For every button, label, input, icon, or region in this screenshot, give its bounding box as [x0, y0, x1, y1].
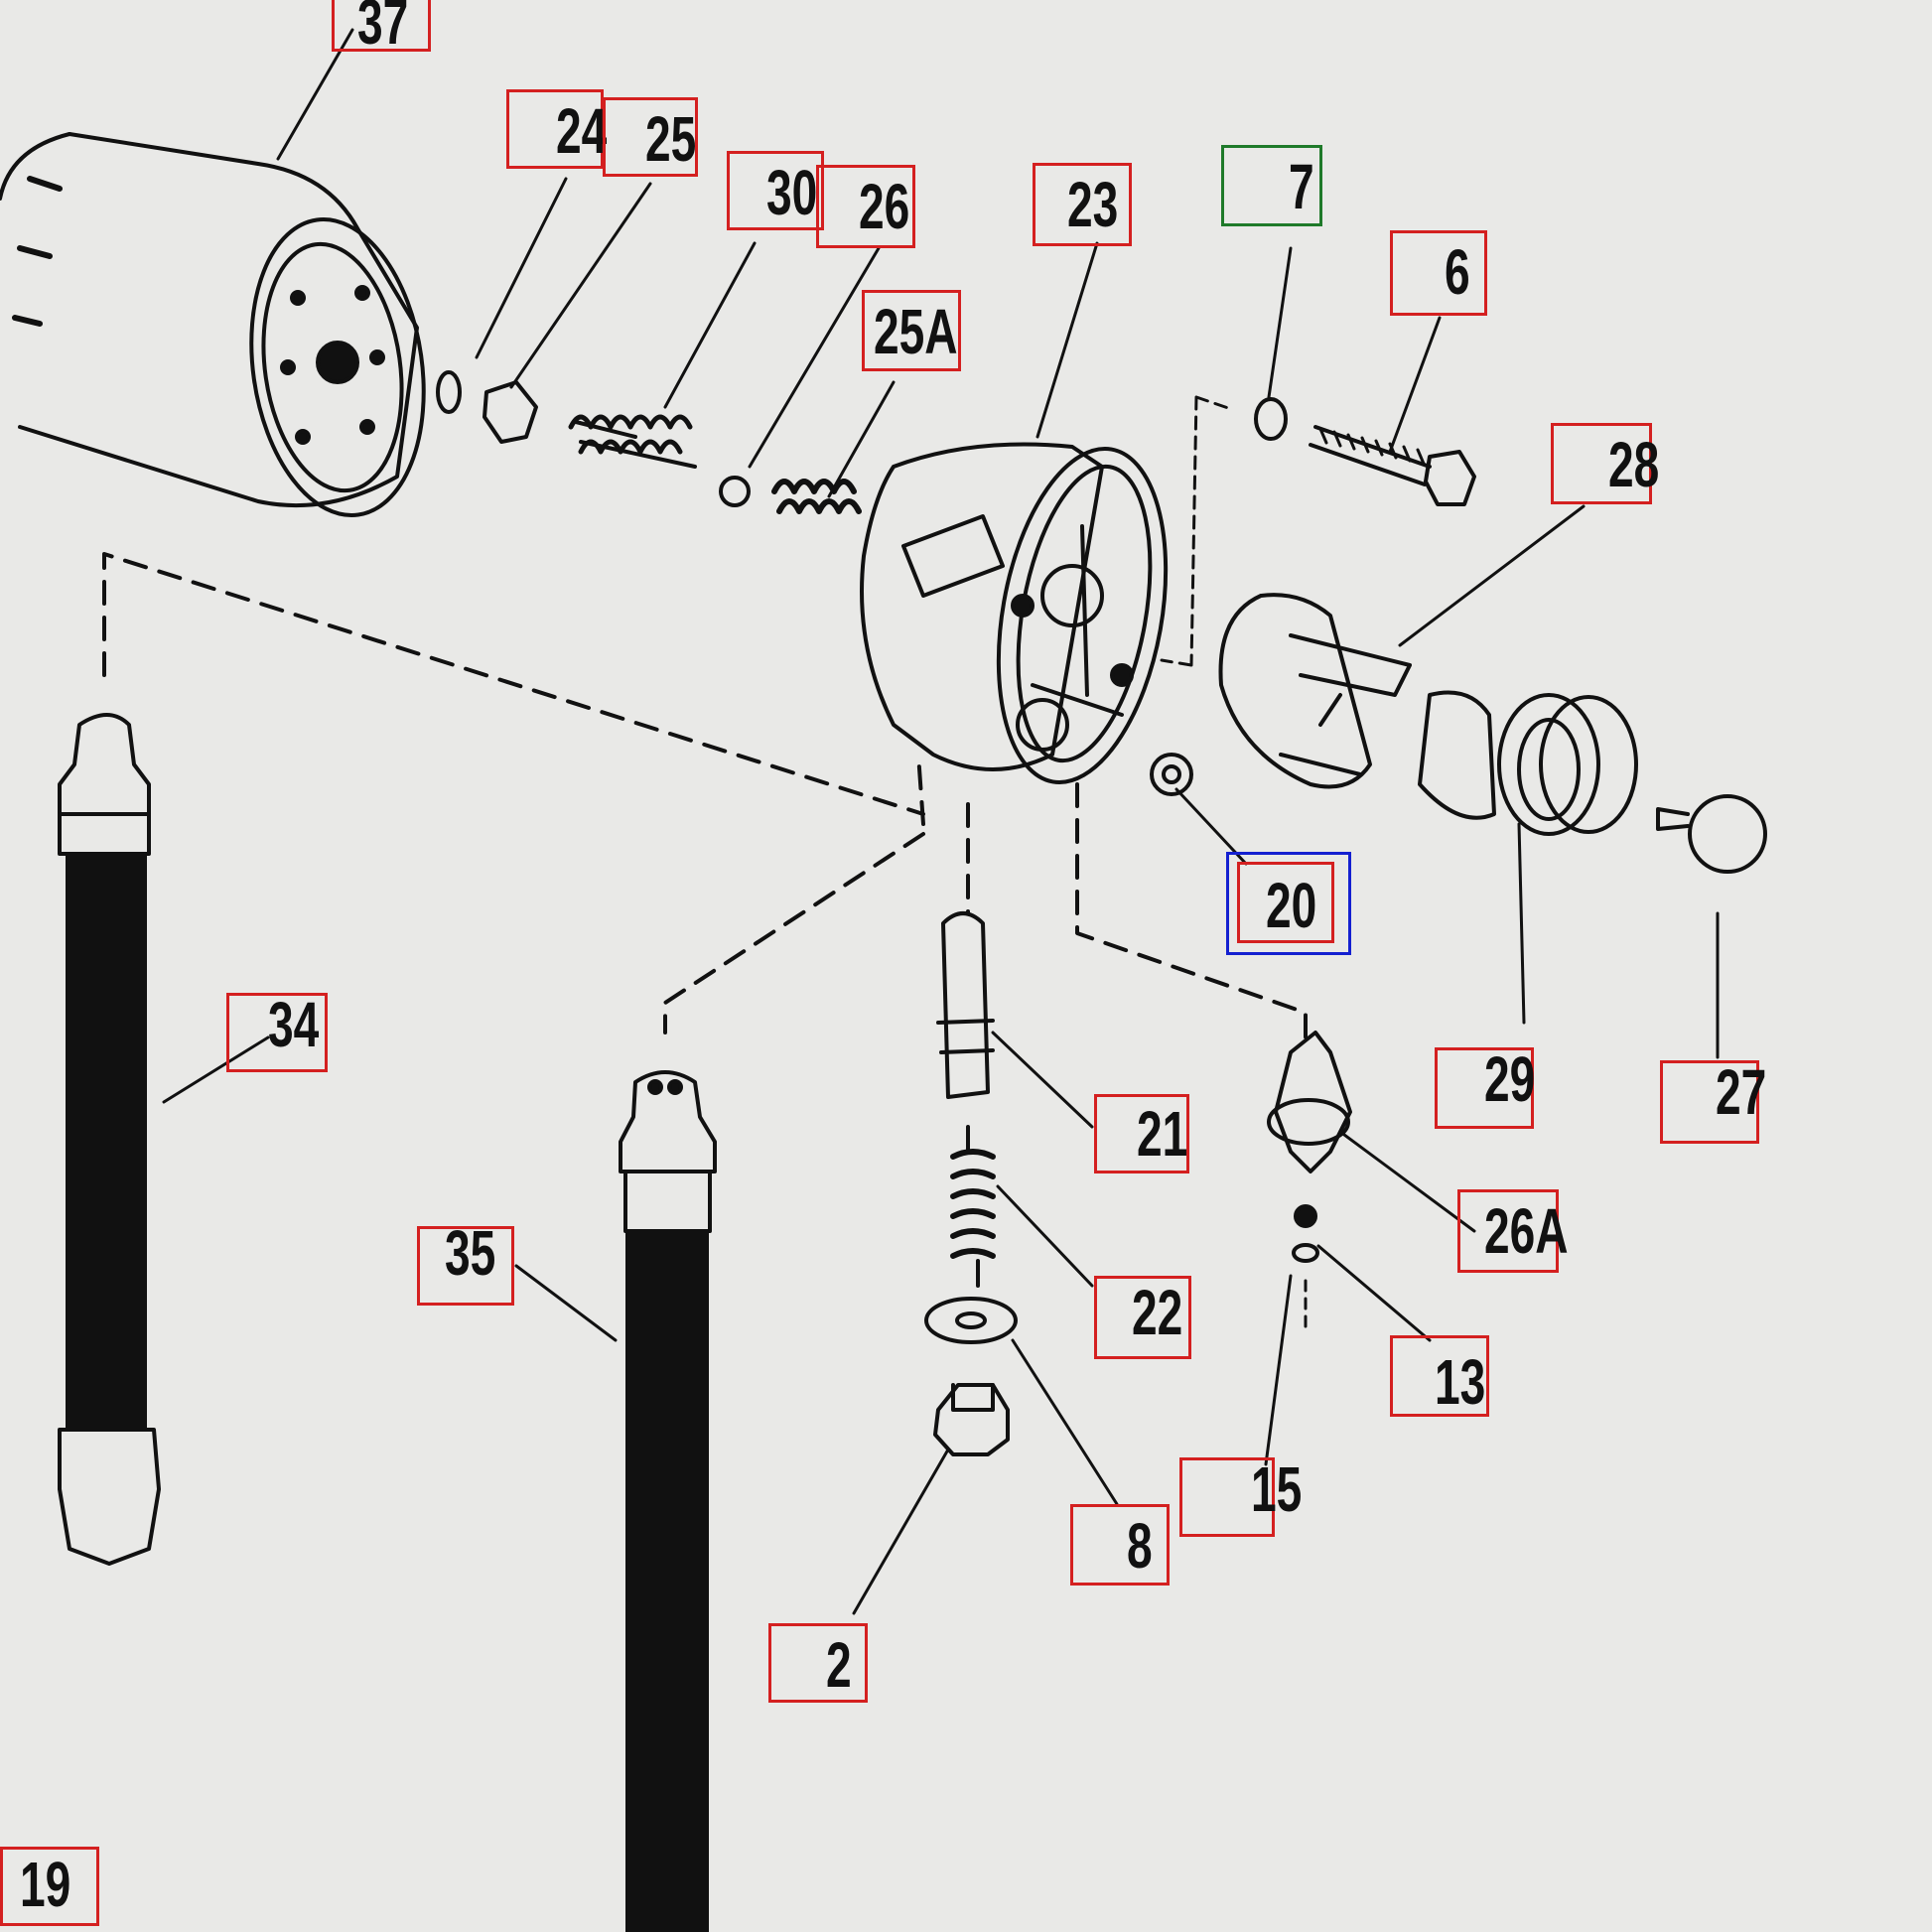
label-box-27	[1660, 1060, 1759, 1144]
part-label-30[interactable]: 30	[766, 157, 818, 228]
part-label-37[interactable]: 37	[357, 0, 409, 58]
label-box-8	[1070, 1504, 1170, 1586]
dashed-connection-lines	[102, 552, 1308, 1044]
label-box-35	[417, 1226, 514, 1306]
label-box-25	[603, 97, 698, 177]
valve-stack-parts-21-22-8-2	[924, 911, 1018, 1456]
label-box-13	[1390, 1335, 1489, 1417]
label-box-30	[727, 151, 824, 230]
label-box-34	[226, 993, 328, 1072]
part-label-25[interactable]: 25	[645, 103, 697, 175]
hose-part-34	[58, 713, 161, 1566]
part-label-23[interactable]: 23	[1067, 169, 1119, 240]
label-box-6	[1390, 230, 1487, 316]
oil-filter-part-37	[0, 132, 426, 518]
gauge-housing-part-23	[860, 442, 1169, 784]
bolt-part-6-washer-part-7	[1160, 395, 1476, 667]
part-label-13[interactable]: 13	[1435, 1346, 1486, 1418]
label-box-23	[1033, 163, 1132, 246]
part-label-21[interactable]: 21	[1137, 1098, 1188, 1170]
label-box-22	[1094, 1276, 1191, 1359]
part-label-8[interactable]: 8	[1127, 1510, 1153, 1582]
part-label-35[interactable]: 35	[445, 1217, 496, 1289]
label-box-26a	[1457, 1189, 1559, 1273]
part-label-34[interactable]: 34	[268, 989, 320, 1060]
label-box-20-inner	[1237, 862, 1334, 943]
check-valve-parts-26a-13-15	[1267, 1031, 1352, 1332]
part-label-29[interactable]: 29	[1484, 1043, 1536, 1115]
small-valve-parts	[436, 370, 862, 514]
part-label-28[interactable]: 28	[1608, 429, 1660, 500]
part-label-15[interactable]: 15	[1251, 1453, 1303, 1525]
part-label-22[interactable]: 22	[1132, 1277, 1183, 1348]
part-label-27[interactable]: 27	[1716, 1056, 1767, 1128]
label-box-29	[1435, 1047, 1534, 1129]
part-label-26[interactable]: 26	[859, 171, 910, 242]
part-label-25a[interactable]: 25A	[874, 296, 958, 367]
part-label-26a[interactable]: 26A	[1484, 1195, 1569, 1267]
label-box-28	[1551, 423, 1652, 504]
label-box-2	[768, 1623, 868, 1703]
label-box-37	[332, 0, 431, 52]
part-label-7[interactable]: 7	[1289, 151, 1314, 222]
label-box-19	[0, 1847, 99, 1926]
label-box-26	[816, 165, 915, 248]
label-box-20	[1226, 852, 1351, 955]
part-label-20[interactable]: 20	[1266, 870, 1317, 941]
part-label-2[interactable]: 2	[826, 1629, 852, 1701]
part-label-19[interactable]: 19	[20, 1849, 71, 1920]
label-box-21	[1094, 1094, 1189, 1173]
label-box-15	[1179, 1457, 1275, 1537]
label-box-24	[506, 89, 604, 169]
label-box-7	[1221, 145, 1322, 226]
gauge-bracket-part-28-nut-part-29-knob-part-27	[1150, 593, 1767, 874]
label-box-25a	[862, 290, 961, 371]
hose-part-35	[619, 1070, 717, 1932]
part-label-6[interactable]: 6	[1445, 236, 1470, 308]
part-label-24[interactable]: 24	[556, 95, 608, 167]
